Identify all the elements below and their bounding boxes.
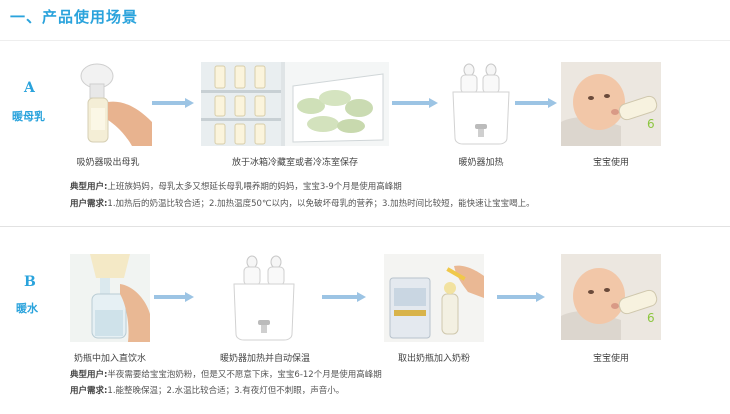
step-b2-label: 暖奶器加热并自动保温 (219, 354, 310, 364)
bottle-warmer-image (445, 62, 517, 146)
arrow-b3 (497, 292, 545, 302)
arrow-a2 (392, 98, 438, 108)
arrow-a3 (515, 98, 557, 108)
step-a3-label: 暖奶器加热 (458, 158, 504, 168)
section-a-users: 典型用户:上班族妈妈，母乳太多又想延长母乳喂养期的妈妈，宝宝3-9个月是使用高峰… (70, 180, 402, 192)
section-b-users: 典型用户:半夜需要给宝宝泡奶粉，但是又不愿意下床，宝宝6-12个月是使用高峰期 (70, 368, 382, 380)
breast-pump-image (62, 62, 154, 146)
section-a-needs-label: 用户需求: (70, 199, 108, 209)
section-b-users-text: 半夜需要给宝宝泡奶粉，但是又不愿意下床，宝宝6-12个月是使用高峰期 (107, 370, 382, 380)
section-divider (0, 226, 730, 227)
section-b-name: 暖水 (16, 302, 38, 315)
section-a-users-label: 典型用户: (70, 182, 108, 192)
section-b-needs: 用户需求:1.能整晚保温；2.水温比较合适；3.有夜灯但不刺眼，声音小。 (70, 384, 344, 396)
arrow-b2 (322, 292, 366, 302)
section-b-needs-label: 用户需求: (70, 386, 108, 396)
section-b-letter: B (24, 274, 36, 290)
section-a-needs-text: 1.加热后的奶温比较合适；2.加热温度50℃以内，以免破坏母乳的营养；3.加热时… (107, 199, 535, 209)
section-a-needs: 用户需求:1.加热后的奶温比较合适；2.加热温度50℃以内，以免破坏母乳的营养；… (70, 197, 535, 209)
step-b1-label: 奶瓶中加入直饮水 (73, 354, 146, 364)
step-b3-label: 取出奶瓶加入奶粉 (397, 354, 470, 364)
section-a-name: 暖母乳 (12, 110, 45, 123)
section-b-users-label: 典型用户: (70, 370, 108, 380)
section-b-needs-text: 1.能整晚保温；2.水温比较合适；3.有夜灯但不刺眼，声音小。 (107, 386, 345, 396)
bottle-warmer-image-b (226, 254, 302, 342)
water-pour-image (70, 254, 150, 342)
baby-feeding-image-b: 6 (561, 254, 661, 340)
section-a-letter: A (24, 80, 35, 96)
fridge-storage-image (201, 62, 389, 146)
formula-powder-image (384, 254, 484, 342)
baby-feeding-image: 6 (561, 62, 661, 146)
step-a1-label: 吸奶器吸出母乳 (76, 158, 140, 168)
step-a4-label: 宝宝使用 (592, 158, 629, 168)
step-b4-label: 宝宝使用 (592, 354, 629, 364)
svg-text:6: 6 (647, 311, 655, 325)
arrow-a1 (152, 98, 194, 108)
top-divider (0, 40, 730, 41)
arrow-b1 (154, 292, 194, 302)
section-a-users-text: 上班族妈妈，母乳太多又想延长母乳喂养期的妈妈，宝宝3-9个月是使用高峰期 (107, 182, 402, 192)
svg-text:6: 6 (647, 117, 655, 131)
step-a2-label: 放于冰箱冷藏室或者冷冻室保存 (231, 158, 358, 168)
section-heading: 一、产品使用场景 (10, 8, 139, 26)
